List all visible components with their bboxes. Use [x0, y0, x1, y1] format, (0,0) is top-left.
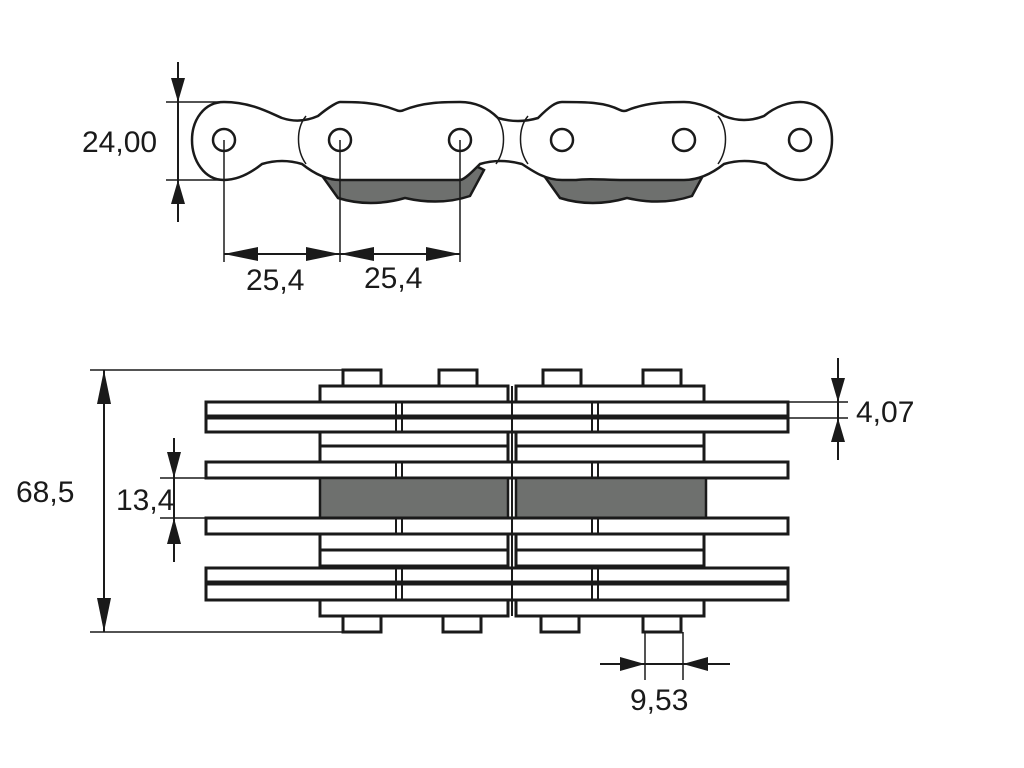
label-plate-thickness: 4,07	[856, 396, 914, 429]
inner-plate-c2	[514, 532, 706, 552]
inner-link-plate-top-2	[514, 384, 706, 404]
inner-plate-c4	[514, 548, 706, 568]
outer-plate-a2	[204, 416, 790, 434]
pin-end-top-1	[341, 368, 383, 388]
dimension-inner-width: 13,4	[116, 438, 206, 562]
inner-link-plate-top-1	[318, 384, 510, 404]
dimension-overall-width: 68,5	[16, 369, 343, 633]
pin-end-bottom-4	[641, 614, 683, 634]
roller-top-left	[318, 476, 510, 520]
pin-end-bottom-2	[441, 614, 483, 634]
inner-plate-b2	[514, 430, 706, 448]
pin-end-bottom-3	[539, 614, 581, 634]
outer-plate-d1	[204, 566, 790, 584]
chain-plate-outline	[190, 100, 834, 182]
label-overall-width: 68,5	[16, 476, 74, 509]
link-divider-4	[717, 115, 727, 165]
inner-plate-b1	[318, 430, 510, 448]
label-inner-width: 13,4	[116, 484, 174, 517]
middle-plate-lower	[204, 516, 790, 536]
inner-link-plate-bottom-1	[318, 598, 510, 618]
pin-hole-4	[549, 127, 575, 153]
inner-plate-c1	[318, 532, 510, 552]
chain-side-view	[190, 100, 834, 205]
link-divider-3	[519, 115, 529, 165]
label-pin-diameter: 9,53	[630, 684, 688, 717]
link-divider-1	[297, 115, 307, 165]
label-plate-height: 24,00	[82, 126, 157, 159]
chain-top-view	[204, 368, 790, 634]
dimension-plate-thickness: 4,07	[788, 358, 914, 460]
pin-end-top-2	[437, 368, 479, 388]
roller-top-right	[514, 476, 708, 520]
dimension-pitch: 25,4 25,4	[223, 140, 461, 297]
pin-end-top-4	[641, 368, 683, 388]
link-divider-2	[495, 115, 505, 165]
inner-link-plate-bottom-2	[514, 598, 706, 618]
inner-plate-b4	[514, 444, 706, 464]
outer-plate-d2	[204, 582, 790, 602]
label-pitch-left: 25,4	[246, 264, 304, 297]
outer-plate-a1	[204, 400, 790, 418]
middle-plate-upper	[204, 460, 790, 480]
inner-plate-b3	[318, 444, 510, 464]
inner-plate-c3	[318, 548, 510, 568]
pin-end-bottom-1	[341, 614, 383, 634]
dimension-pin-diameter: 9,53	[600, 632, 730, 717]
pin-end-top-3	[541, 368, 583, 388]
dimension-plate-height: 24,00	[82, 62, 224, 222]
pin-hole-5	[671, 127, 697, 153]
label-pitch-right: 25,4	[364, 262, 422, 295]
pin-hole-6	[787, 127, 813, 153]
